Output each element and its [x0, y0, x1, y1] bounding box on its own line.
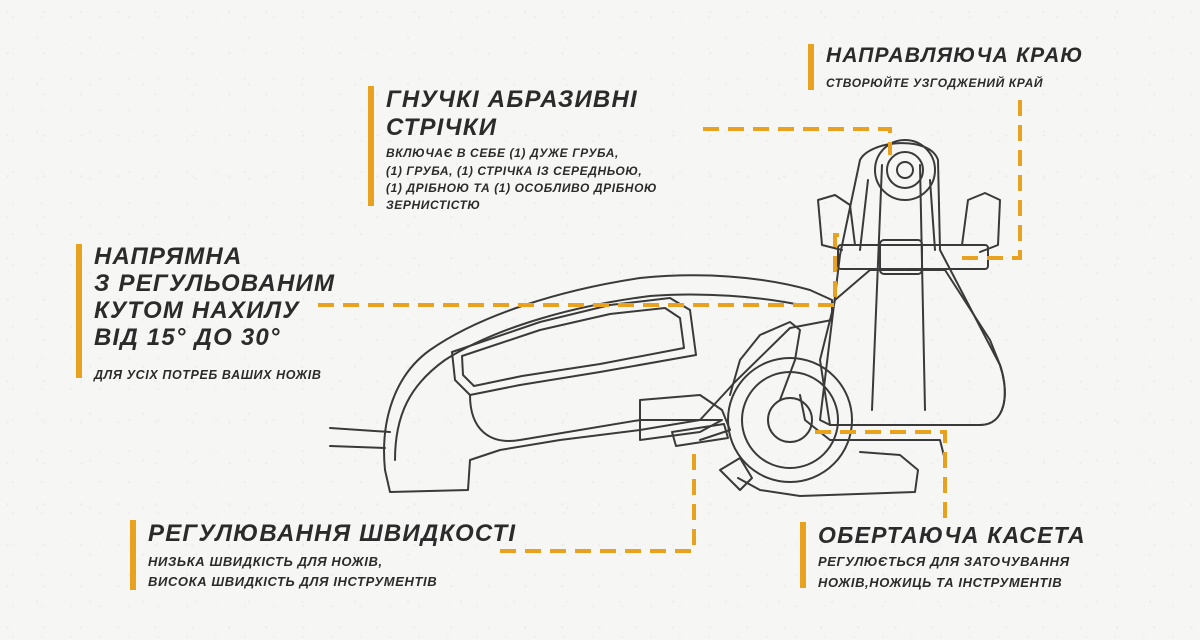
speed-dial	[671, 423, 729, 447]
top-pulley	[874, 139, 936, 201]
speed-switch-housing	[469, 394, 731, 442]
angle-guide-title: Напрямна з регульованим кутом нахилу від…	[94, 243, 336, 352]
callout-speed: Регулювання швидкості Низька швидкість д…	[130, 520, 516, 590]
cassette-lock	[729, 321, 801, 401]
leader-angle-guide	[318, 233, 848, 307]
belts-title-line: Гнучкі абразивні	[386, 86, 638, 113]
rotating-cassette	[727, 357, 853, 483]
speed-desc-line: Низька швидкість для ножів,	[148, 553, 383, 569]
cassette-desc-line: Регулюється для заточування	[818, 554, 1070, 570]
cassette-desc: Регулюється для заточування ножів,ножиць…	[818, 552, 1086, 592]
edge-guide-left	[817, 194, 856, 251]
speed-desc: Низька швидкість для ножів, висока швидк…	[148, 552, 516, 592]
angle-guide-title-line: з регульованим	[94, 269, 336, 297]
belts-desc-line: (1) груба, (1) стрічка із середньою,	[386, 163, 643, 178]
sharpener-body	[329, 139, 1006, 497]
grip-panel	[451, 297, 697, 396]
belts-desc-line: Включає в себе (1) дуже груба,	[386, 146, 619, 161]
cassette-title: Обертаюча касета	[818, 522, 1086, 548]
callout-cassette: Обертаюча касета Регулюється для заточув…	[800, 522, 1086, 590]
belts-title: Гнучкі абразивні стрічки	[386, 86, 657, 141]
leader-cassette	[815, 430, 947, 520]
speed-title: Регулювання швидкості	[148, 520, 517, 547]
cassette-desc-line: ножів,ножиць та інструментів	[818, 574, 1063, 590]
edge-guide-desc: Створюйте узгоджений край	[826, 76, 1044, 91]
edge-guide-right	[961, 192, 1001, 253]
angle-guide-title-line: кутом нахилу	[94, 296, 300, 324]
leader-edge-guide	[955, 100, 1022, 260]
handle-outline	[383, 274, 833, 493]
angle-guide-title-line: від 15° до 30°	[94, 323, 281, 351]
edge-guide-title: Направляюча краю	[826, 44, 1084, 67]
angle-guide-desc: Для усіх потреб ваших ножів	[94, 367, 322, 382]
callout-angle-guide: Напрямна з регульованим кутом нахилу від…	[76, 243, 336, 382]
angle-guide-title-line: Напрямна	[94, 243, 243, 270]
callout-belts: Гнучкі абразивні стрічки Включає в себе …	[368, 86, 657, 212]
power-cord	[329, 427, 391, 433]
belts-title-line: стрічки	[386, 113, 498, 141]
leader-belts	[703, 127, 892, 155]
belts-desc: Включає в себе (1) дуже груба, (1) груба…	[386, 145, 657, 215]
belts-desc-line: зернистістю	[386, 198, 481, 213]
leader-lines	[318, 100, 1022, 553]
speed-desc-line: висока швидкість для інструментів	[148, 573, 438, 589]
callout-edge-guide: Направляюча краю Створюйте узгоджений кр…	[808, 44, 1084, 90]
leader-speed	[500, 450, 696, 553]
belts-desc-line: (1) дрібною та (1) особливо дрібною	[386, 180, 658, 195]
